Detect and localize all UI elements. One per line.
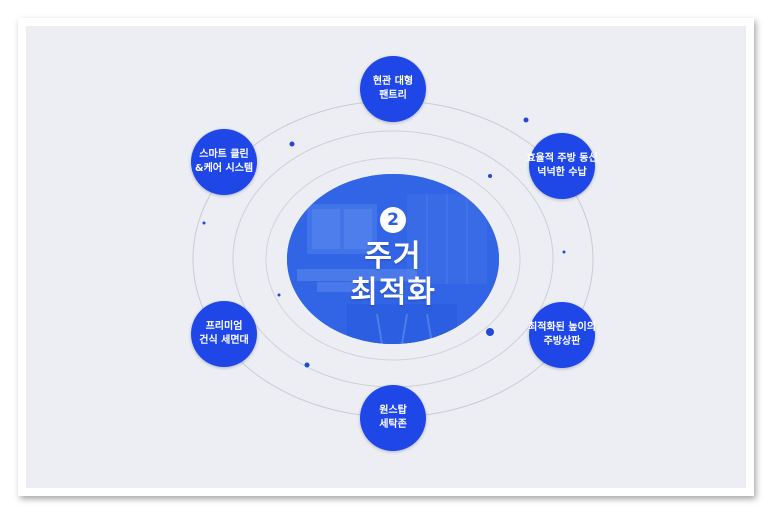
node-label: 원스탑 — [379, 405, 407, 416]
node-label: 팬트리 — [379, 90, 407, 101]
node-label: 주방상판 — [543, 336, 581, 347]
center-label: 2 주거 최적화 — [287, 174, 499, 344]
node-label: 최적화된 높이의 — [528, 322, 596, 333]
node-label: 효율적 주방 동선 — [526, 153, 598, 164]
diagram-panel: 2 주거 최적화 현관 대형 팬트리 효율적 주방 동선 넉넉한 수납 최적화된… — [26, 26, 746, 488]
node-laundry: 원스탑 세탁존 — [360, 385, 426, 451]
image-frame: 2 주거 최적화 현관 대형 팬트리 효율적 주방 동선 넉넉한 수납 최적화된… — [18, 18, 754, 496]
center-circle: 2 주거 최적화 — [287, 174, 499, 344]
center-title-line1: 주거 — [364, 239, 422, 274]
node-label: 프리미엄 — [205, 321, 243, 332]
node-label: 넉넉한 수납 — [537, 167, 587, 178]
kitchen-photo-illustration — [287, 174, 499, 344]
center-title-line2: 최적화 — [350, 275, 436, 310]
node-washbasin: 프리미엄 건식 세면대 — [191, 301, 257, 367]
node-countertop: 최적화된 높이의 주방상판 — [528, 302, 596, 368]
node-label: 세탁존 — [379, 419, 407, 430]
node-label: 현관 대형 — [372, 76, 414, 87]
inner-ring — [265, 157, 521, 361]
node-kitchen-storage: 효율적 주방 동선 넉넉한 수납 — [526, 133, 598, 199]
orbit-dot — [523, 117, 529, 123]
node-label: &케어 시스템 — [194, 163, 254, 174]
orbit-dot — [562, 250, 566, 254]
node-label: 스마트 클린 — [199, 149, 249, 160]
node-pantry: 현관 대형 팬트리 — [360, 56, 426, 122]
orbit-dot — [277, 293, 281, 297]
orbit-dot — [289, 141, 295, 147]
orbit-dot — [202, 221, 206, 225]
orbit-dot — [304, 362, 310, 368]
node-label: 건식 세면대 — [199, 335, 249, 346]
node-smart-clean: 스마트 클린 &케어 시스템 — [191, 129, 257, 195]
step-number-badge: 2 — [380, 207, 406, 233]
